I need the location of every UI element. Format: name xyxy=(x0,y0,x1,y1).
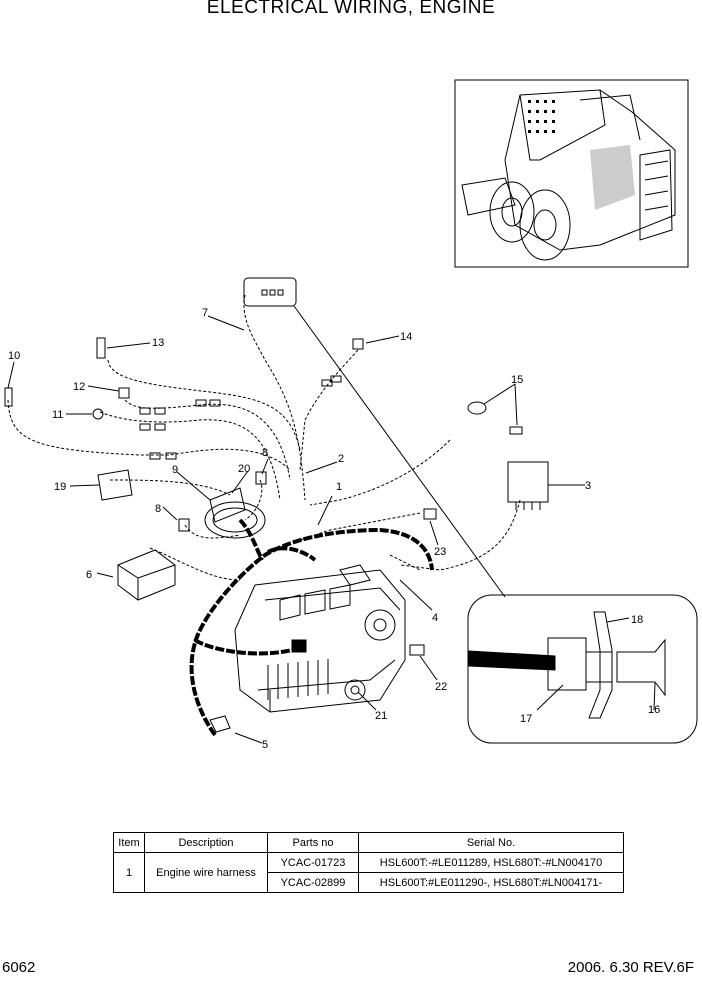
callout-18: 18 xyxy=(631,614,643,626)
table-row: 1 Engine wire harness YCAC-01723 HSL600T… xyxy=(113,852,624,893)
callout-21: 21 xyxy=(375,710,387,722)
page-number: 6062 xyxy=(2,959,36,976)
callout-1: 1 xyxy=(336,481,342,493)
callout-15: 15 xyxy=(511,374,523,386)
parts-table: Item Description Parts no Serial No. 1 E… xyxy=(113,832,624,893)
cell-description: Engine wire harness xyxy=(144,852,268,893)
callout-14: 14 xyxy=(400,331,412,343)
header-serial-no: Serial No. xyxy=(358,832,624,853)
callout-13: 13 xyxy=(152,337,164,349)
callout-20: 20 xyxy=(238,463,250,475)
cell-serial-no: HSL600T:-#LE011289, HSL680T:-#LN004170 xyxy=(358,852,624,873)
callout-2: 2 xyxy=(338,453,344,465)
header-parts-no: Parts no xyxy=(267,832,359,853)
callout-3: 3 xyxy=(585,480,591,492)
callout-16: 16 xyxy=(648,704,660,716)
callout-17: 17 xyxy=(520,713,532,725)
leader-lines xyxy=(7,315,656,744)
engine xyxy=(234,564,406,713)
callout-23: 23 xyxy=(434,546,446,558)
table-row: YCAC-02899 HSL600T:#LE011290-, HSL680T:#… xyxy=(114,872,624,893)
callout-9: 9 xyxy=(172,464,178,476)
machine-inset xyxy=(454,79,689,268)
callout-19: 19 xyxy=(54,481,66,493)
cell-parts-no: YCAC-02899 xyxy=(267,872,359,893)
harness-branches xyxy=(7,294,521,581)
callout-8-top: 8 xyxy=(262,447,268,459)
callout-4: 4 xyxy=(432,612,438,624)
revision-date: 2006. 6.30 REV.6F xyxy=(567,959,694,976)
callout-8-left: 8 xyxy=(155,503,161,515)
callout-5: 5 xyxy=(262,739,268,751)
cell-item: 1 xyxy=(113,852,145,893)
callout-6: 6 xyxy=(86,569,92,581)
wiring-diagram: 1 2 3 4 5 6 7 8 8 9 10 11 12 13 14 15 16… xyxy=(4,79,698,751)
page-title: ELECTRICAL WIRING, ENGINE xyxy=(206,0,496,18)
cell-serial-no: HSL600T:#LE011290-, HSL680T:#LN004171- xyxy=(358,872,624,893)
main-harness xyxy=(189,518,434,737)
callout-22: 22 xyxy=(435,681,447,693)
callout-11: 11 xyxy=(52,409,63,421)
cell-parts-no: YCAC-01723 xyxy=(267,852,359,873)
callout-10: 10 xyxy=(8,350,20,362)
detail-inset xyxy=(293,305,698,744)
callout-7: 7 xyxy=(202,307,208,319)
table-header-row: Item Description Parts no Serial No. xyxy=(113,832,624,853)
header-item: Item xyxy=(113,832,145,853)
components xyxy=(4,277,549,733)
header-description: Description xyxy=(144,832,268,853)
callout-labels: 1 2 3 4 5 6 7 8 8 9 10 11 12 13 14 15 16… xyxy=(8,307,660,751)
callout-12: 12 xyxy=(73,381,85,393)
